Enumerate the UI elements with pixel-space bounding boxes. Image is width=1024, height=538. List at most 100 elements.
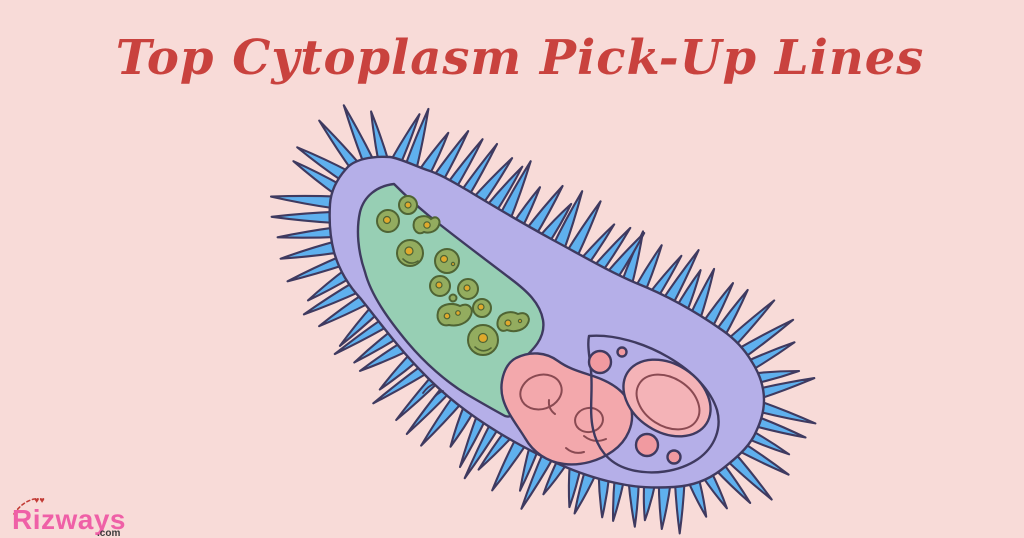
cilium-spike <box>755 377 816 400</box>
cilium-spike <box>420 393 465 447</box>
small-vesicles <box>587 346 682 465</box>
vesicle-circle <box>587 349 613 375</box>
nucleus-crease-line <box>547 399 556 415</box>
cilium-spike <box>358 339 410 372</box>
cilium-spike <box>725 299 776 349</box>
logo-heart-icon: ♥♥ <box>34 495 45 505</box>
logo-brand-text: Rizways <box>12 504 126 535</box>
pocket-outline <box>587 334 720 474</box>
membrane-fold-line <box>422 383 435 394</box>
watermark-logo: ♥♥ Rizways .com <box>12 495 126 538</box>
cilium-spike <box>491 435 529 492</box>
cilium-spike <box>342 104 376 167</box>
cilium-spike <box>604 231 646 283</box>
cilium-spike <box>755 399 817 425</box>
page-title: Top Cytoplasm Pick-Up Lines <box>116 30 925 86</box>
vacuole-yellow-dot <box>455 310 461 316</box>
cilium-spike <box>372 362 431 405</box>
cilium-spike <box>688 267 716 323</box>
cilium-spike <box>389 113 421 168</box>
cilium-spike <box>578 223 616 268</box>
vesicle-circle <box>666 449 682 465</box>
cilia <box>269 104 817 535</box>
cilium-spike <box>477 428 515 471</box>
cilium-spike <box>378 351 420 391</box>
cilium-spike <box>612 475 626 522</box>
cilium-spike <box>674 269 702 315</box>
cilium-spike <box>497 160 532 223</box>
vacuole-yellow-dot <box>463 284 471 292</box>
vacuole-yellow-dot <box>404 246 414 256</box>
cilium-spike <box>449 402 477 448</box>
cilium-spike <box>591 226 632 275</box>
cilium-spike <box>445 138 484 192</box>
food-vacuole-blob <box>436 303 473 327</box>
tail-vacuole-pocket <box>587 334 720 474</box>
cilium-spike <box>573 467 598 515</box>
cilium-spike <box>745 428 791 456</box>
cilium-spike <box>511 186 542 231</box>
cilium-spike <box>752 369 801 385</box>
cilium-spike <box>564 200 602 261</box>
macronucleus-shape <box>500 352 634 466</box>
cilium-spike <box>518 443 541 492</box>
vacuole-yellow-dot <box>443 312 451 320</box>
food-vacuole-blob <box>496 311 530 333</box>
vesicle-circle <box>616 346 628 358</box>
cilium-spike <box>353 328 400 364</box>
vesicle-circle <box>634 432 660 458</box>
cilium-spike <box>686 474 708 518</box>
cilium-spike <box>302 280 362 316</box>
food-vacuole <box>448 293 458 303</box>
vacuole-yellow-dot <box>477 332 489 344</box>
cilium-spike <box>276 226 338 239</box>
vacuole-yellow-dot <box>504 319 512 327</box>
cilium-spike <box>370 110 390 165</box>
cilium-spike <box>520 449 556 510</box>
cilium-spike <box>673 479 686 535</box>
vacuole-yellow-dot <box>435 281 443 289</box>
cilium-spike <box>700 282 735 331</box>
vacuole-yellow-dot <box>404 201 412 209</box>
cilium-spike <box>744 341 796 373</box>
cilium-spike <box>279 239 342 260</box>
cilium-spike <box>735 318 795 361</box>
cilium-spike <box>318 291 372 328</box>
cilium-spike <box>627 479 640 528</box>
cilium-spike <box>333 316 391 356</box>
cilium-spike <box>633 244 663 295</box>
cilium-spike <box>270 210 337 225</box>
cilium-spike <box>269 194 338 210</box>
nucleolus-oval <box>519 373 563 411</box>
logo-sparkle-trail-icon <box>13 498 35 515</box>
cilium-spike <box>296 146 352 184</box>
cilium-spike <box>657 480 672 531</box>
cilium-spike <box>724 450 773 501</box>
cilium-spike <box>470 157 514 208</box>
cilium-spike <box>431 130 470 185</box>
membrane-fold-line <box>431 390 444 401</box>
cilium-spike <box>642 479 657 522</box>
nucleolus-oval <box>574 406 604 434</box>
vacuole-crescent-line <box>474 346 492 352</box>
nucleus-crease-line <box>583 435 607 442</box>
cilium-spike <box>416 131 450 179</box>
cilium-spike <box>458 412 488 469</box>
cilium-spike <box>292 160 344 197</box>
cilium-spike <box>713 288 749 340</box>
contractile-vacuole-inner <box>635 373 701 431</box>
cilium-spike <box>463 420 501 480</box>
logo-domain-suffix: .com <box>97 528 120 538</box>
cilium-spike <box>524 184 564 239</box>
paramecium-illustration <box>269 104 817 535</box>
cilium-spike <box>318 119 362 173</box>
cilium-spike <box>660 249 700 308</box>
cilium-spike <box>338 304 381 347</box>
macronucleus-blob <box>500 352 634 466</box>
cilium-spike <box>458 142 499 199</box>
cilium-spike <box>551 190 584 253</box>
cilium-spike <box>286 254 346 283</box>
vacuole-crescent-line <box>402 258 419 264</box>
cilium-spike <box>484 165 524 216</box>
